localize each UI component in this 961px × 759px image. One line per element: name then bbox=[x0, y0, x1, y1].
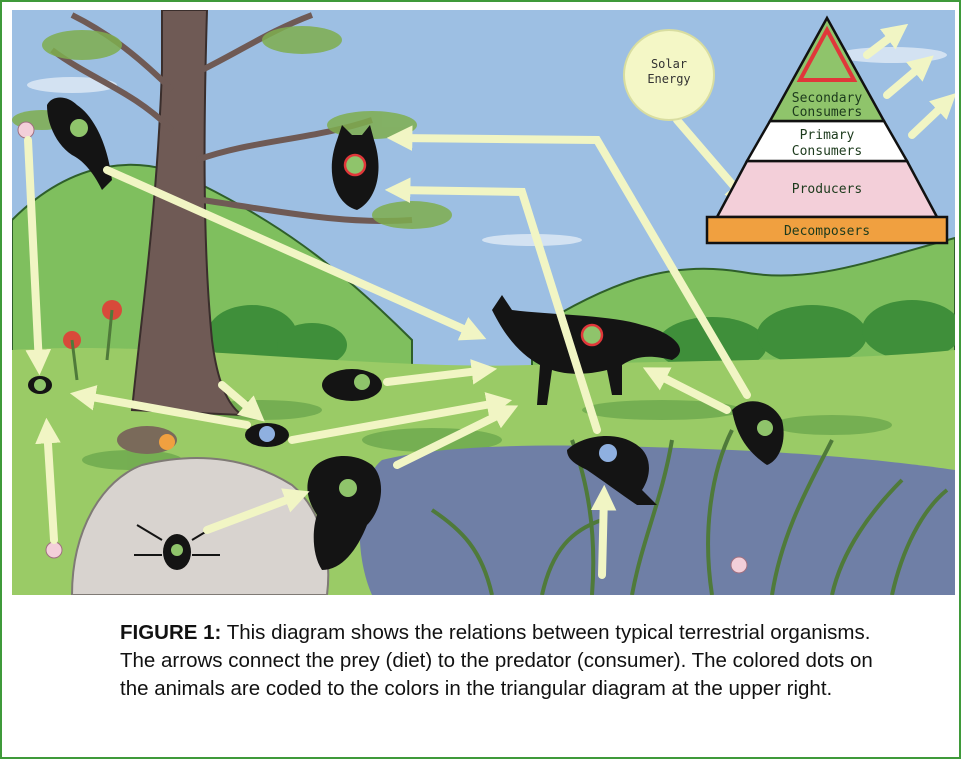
mouse bbox=[322, 369, 382, 401]
primary-label-line1: Primary bbox=[800, 128, 855, 143]
dot-bird-reed bbox=[757, 420, 773, 436]
arrow-producer-to-fish bbox=[602, 495, 604, 575]
food-web-scene: Solar Energy Secondary Consumers Primary… bbox=[12, 10, 955, 595]
primary-label-line2: Consumers bbox=[792, 144, 862, 159]
dot-mushroom bbox=[159, 434, 175, 450]
caption-label: FIGURE 1: bbox=[120, 621, 221, 644]
food-web-illustration: Solar Energy Secondary Consumers Primary… bbox=[12, 10, 955, 595]
ladybug bbox=[28, 376, 52, 394]
dot-producer-bottom bbox=[46, 542, 62, 558]
figure-caption: FIGURE 1: This diagram shows the relatio… bbox=[120, 619, 880, 703]
secondary-label-line2: Consumers bbox=[792, 105, 862, 120]
cricket bbox=[245, 423, 289, 447]
dot-fox bbox=[582, 325, 602, 345]
dot-spider bbox=[171, 544, 183, 556]
solar-label-line2: Energy bbox=[647, 72, 690, 86]
dot-fish bbox=[599, 444, 617, 462]
dot-mouse bbox=[354, 374, 370, 390]
producers-label: Producers bbox=[792, 182, 862, 197]
dot-frog bbox=[339, 479, 357, 497]
secondary-label-line1: Secondary bbox=[792, 91, 863, 106]
dot-ladybug bbox=[34, 379, 46, 391]
decomposers-label: Decomposers bbox=[784, 224, 870, 239]
caption-text: This diagram shows the relations between… bbox=[120, 621, 873, 700]
dot-owl bbox=[345, 155, 365, 175]
dot-crow bbox=[70, 119, 88, 137]
dot-cricket bbox=[259, 426, 275, 442]
dot-producer-left bbox=[18, 122, 34, 138]
mushrooms bbox=[117, 426, 177, 454]
dot-producer-reed bbox=[731, 557, 747, 573]
solar-label-line1: Solar bbox=[651, 57, 687, 71]
solar-energy-sun: Solar Energy bbox=[624, 30, 714, 120]
